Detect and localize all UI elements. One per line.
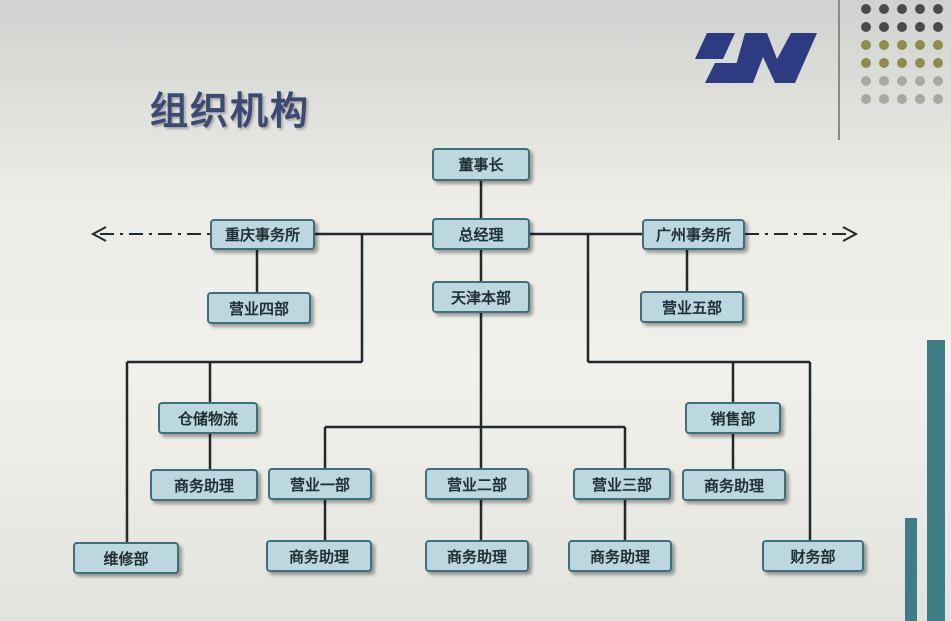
node-sales-dept-3: 营业三部 <box>573 468 671 500</box>
node-business-assistant-1: 商务助理 <box>266 540 372 572</box>
node-sales-dept-5: 营业五部 <box>640 291 744 323</box>
node-business-assistant-3: 商务助理 <box>568 540 672 572</box>
node-chongqing-office: 重庆事务所 <box>210 219 315 250</box>
node-chairman: 董事长 <box>432 148 530 181</box>
node-maintenance-dept: 维修部 <box>73 542 179 574</box>
node-business-assistant-2: 商务助理 <box>425 540 529 572</box>
node-general-manager: 总经理 <box>432 218 530 250</box>
node-warehouse-logistics: 仓储物流 <box>158 402 258 434</box>
node-tianjin-hq: 天津本部 <box>432 281 530 313</box>
slide-title: 组织机构 <box>150 89 311 133</box>
node-sales-department: 销售部 <box>685 402 781 434</box>
decorative-divider <box>838 0 840 140</box>
node-sales-dept-2: 营业二部 <box>425 468 529 500</box>
company-logo-icon <box>695 33 817 83</box>
decorative-accent-bars <box>905 340 945 621</box>
node-guangzhou-office: 广州事务所 <box>642 219 745 250</box>
node-business-assistant-warehouse: 商务助理 <box>150 469 258 501</box>
node-sales-dept-1: 营业一部 <box>268 468 372 500</box>
node-business-assistant-sales: 商务助理 <box>682 469 786 501</box>
node-finance-dept: 财务部 <box>762 540 864 572</box>
decorative-dot-grid <box>861 4 943 104</box>
node-sales-dept-4: 营业四部 <box>207 292 311 324</box>
